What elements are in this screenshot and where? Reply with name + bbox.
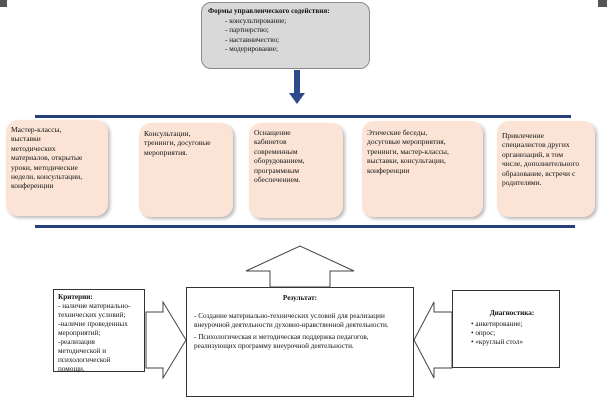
card-line: Консультации,: [144, 129, 191, 138]
card-line: Оснащение: [254, 128, 291, 137]
diagnostics-item: • опрос;: [471, 329, 496, 337]
down-arrow-head-icon: [289, 93, 305, 104]
card-line: тренинги, мастер-классы,: [367, 146, 449, 156]
management-form-item: - модерирование;: [225, 45, 278, 53]
up-arrow-icon: [245, 245, 355, 288]
activity-card-1: Мастер-классы, выставки методических мат…: [6, 120, 108, 216]
result-paragraph-2: - Психологическая и методическая поддерж…: [194, 333, 369, 350]
corner-mark-left: [0, 0, 7, 7]
activity-card-5: Привлечение специалистов других организа…: [497, 121, 595, 217]
card-line: образование, встречи с: [502, 168, 576, 178]
card-line: тренинги, досуговые: [144, 138, 211, 148]
card-line: программным: [254, 165, 299, 175]
result-box: Результат: - Создание материально-технич…: [186, 287, 414, 397]
card-line: методических: [11, 143, 56, 153]
criteria-line: методической и: [58, 347, 107, 355]
diagnostics-item: • анкетирование;: [471, 320, 523, 328]
card-line: Мастер-классы,: [11, 125, 62, 134]
activity-card-2: Консультации, тренинги, досуговые меропр…: [139, 123, 233, 217]
activity-card-4: Этические беседы, досуговые мероприятия,…: [362, 121, 483, 217]
card-line: конференции: [367, 165, 410, 175]
corner-mark-right: [598, 0, 607, 7]
criteria-line: -реализация: [58, 338, 95, 346]
criteria-box: Критерии: - наличие материально- техниче…: [53, 289, 145, 373]
criteria-line: - наличие материально-: [58, 302, 131, 310]
criteria-line: психологической: [58, 356, 111, 364]
result-title: Результат:: [282, 294, 318, 302]
card-line: современным: [254, 146, 298, 156]
criteria-line: мероприятий;: [58, 329, 101, 337]
criteria-line: -наличие проведенных: [58, 320, 128, 328]
card-line: выставки: [11, 134, 41, 144]
management-forms-title: Формы управленческого содействия:: [208, 7, 330, 15]
card-line: специалистов других: [502, 140, 570, 150]
criteria-title: Критерии:: [58, 293, 93, 301]
card-line: досуговые мероприятия,: [367, 137, 446, 147]
card-line-justified: Этические беседы,: [367, 128, 478, 137]
diagnostics-box: Диагностика: • анкетирование; • опрос; •…: [452, 290, 560, 368]
criteria-line: помощи.: [58, 365, 85, 373]
right-arrow-icon: [145, 300, 187, 380]
card-line: кабинетов: [254, 137, 287, 147]
criteria-line: технических условий;: [58, 311, 126, 319]
card-line: оборудованием,: [254, 156, 305, 166]
card-word: Этические беседы,: [367, 128, 428, 137]
bottom-separator-line: [35, 225, 575, 228]
card-line: обеспечением.: [254, 175, 301, 185]
card-line: недели, консультации,: [11, 172, 83, 182]
card-line: Привлечение: [502, 131, 544, 140]
diagnostics-title: Диагностика:: [489, 309, 535, 317]
down-arrow-shaft: [294, 70, 300, 93]
management-form-item: - консультирование;: [225, 16, 287, 25]
card-line: числе, дополнительного: [502, 159, 580, 169]
card-line: организаций, в том: [502, 149, 563, 159]
left-arrow-icon: [413, 301, 453, 379]
diagnostics-item: • «круглый стол»: [471, 338, 524, 346]
card-line: уроки, методические: [11, 162, 78, 172]
management-form-item: - наставничество;: [225, 35, 280, 44]
card-line: родителями.: [502, 178, 542, 188]
management-form-item: - партнерство;: [225, 26, 269, 34]
top-separator-line: [35, 115, 571, 118]
card-line: мероприятия.: [144, 147, 188, 157]
activity-card-3: Оснащение кабинетов современным оборудов…: [249, 123, 343, 218]
card-line: материалов, открытые: [11, 153, 83, 163]
management-forms-box: Формы управленческого содействия: - конс…: [201, 2, 370, 69]
card-line: конференции: [11, 181, 54, 191]
result-paragraph-1: - Создание материально-технических услов…: [194, 312, 389, 329]
card-line: выставки, консультации,: [367, 156, 446, 166]
